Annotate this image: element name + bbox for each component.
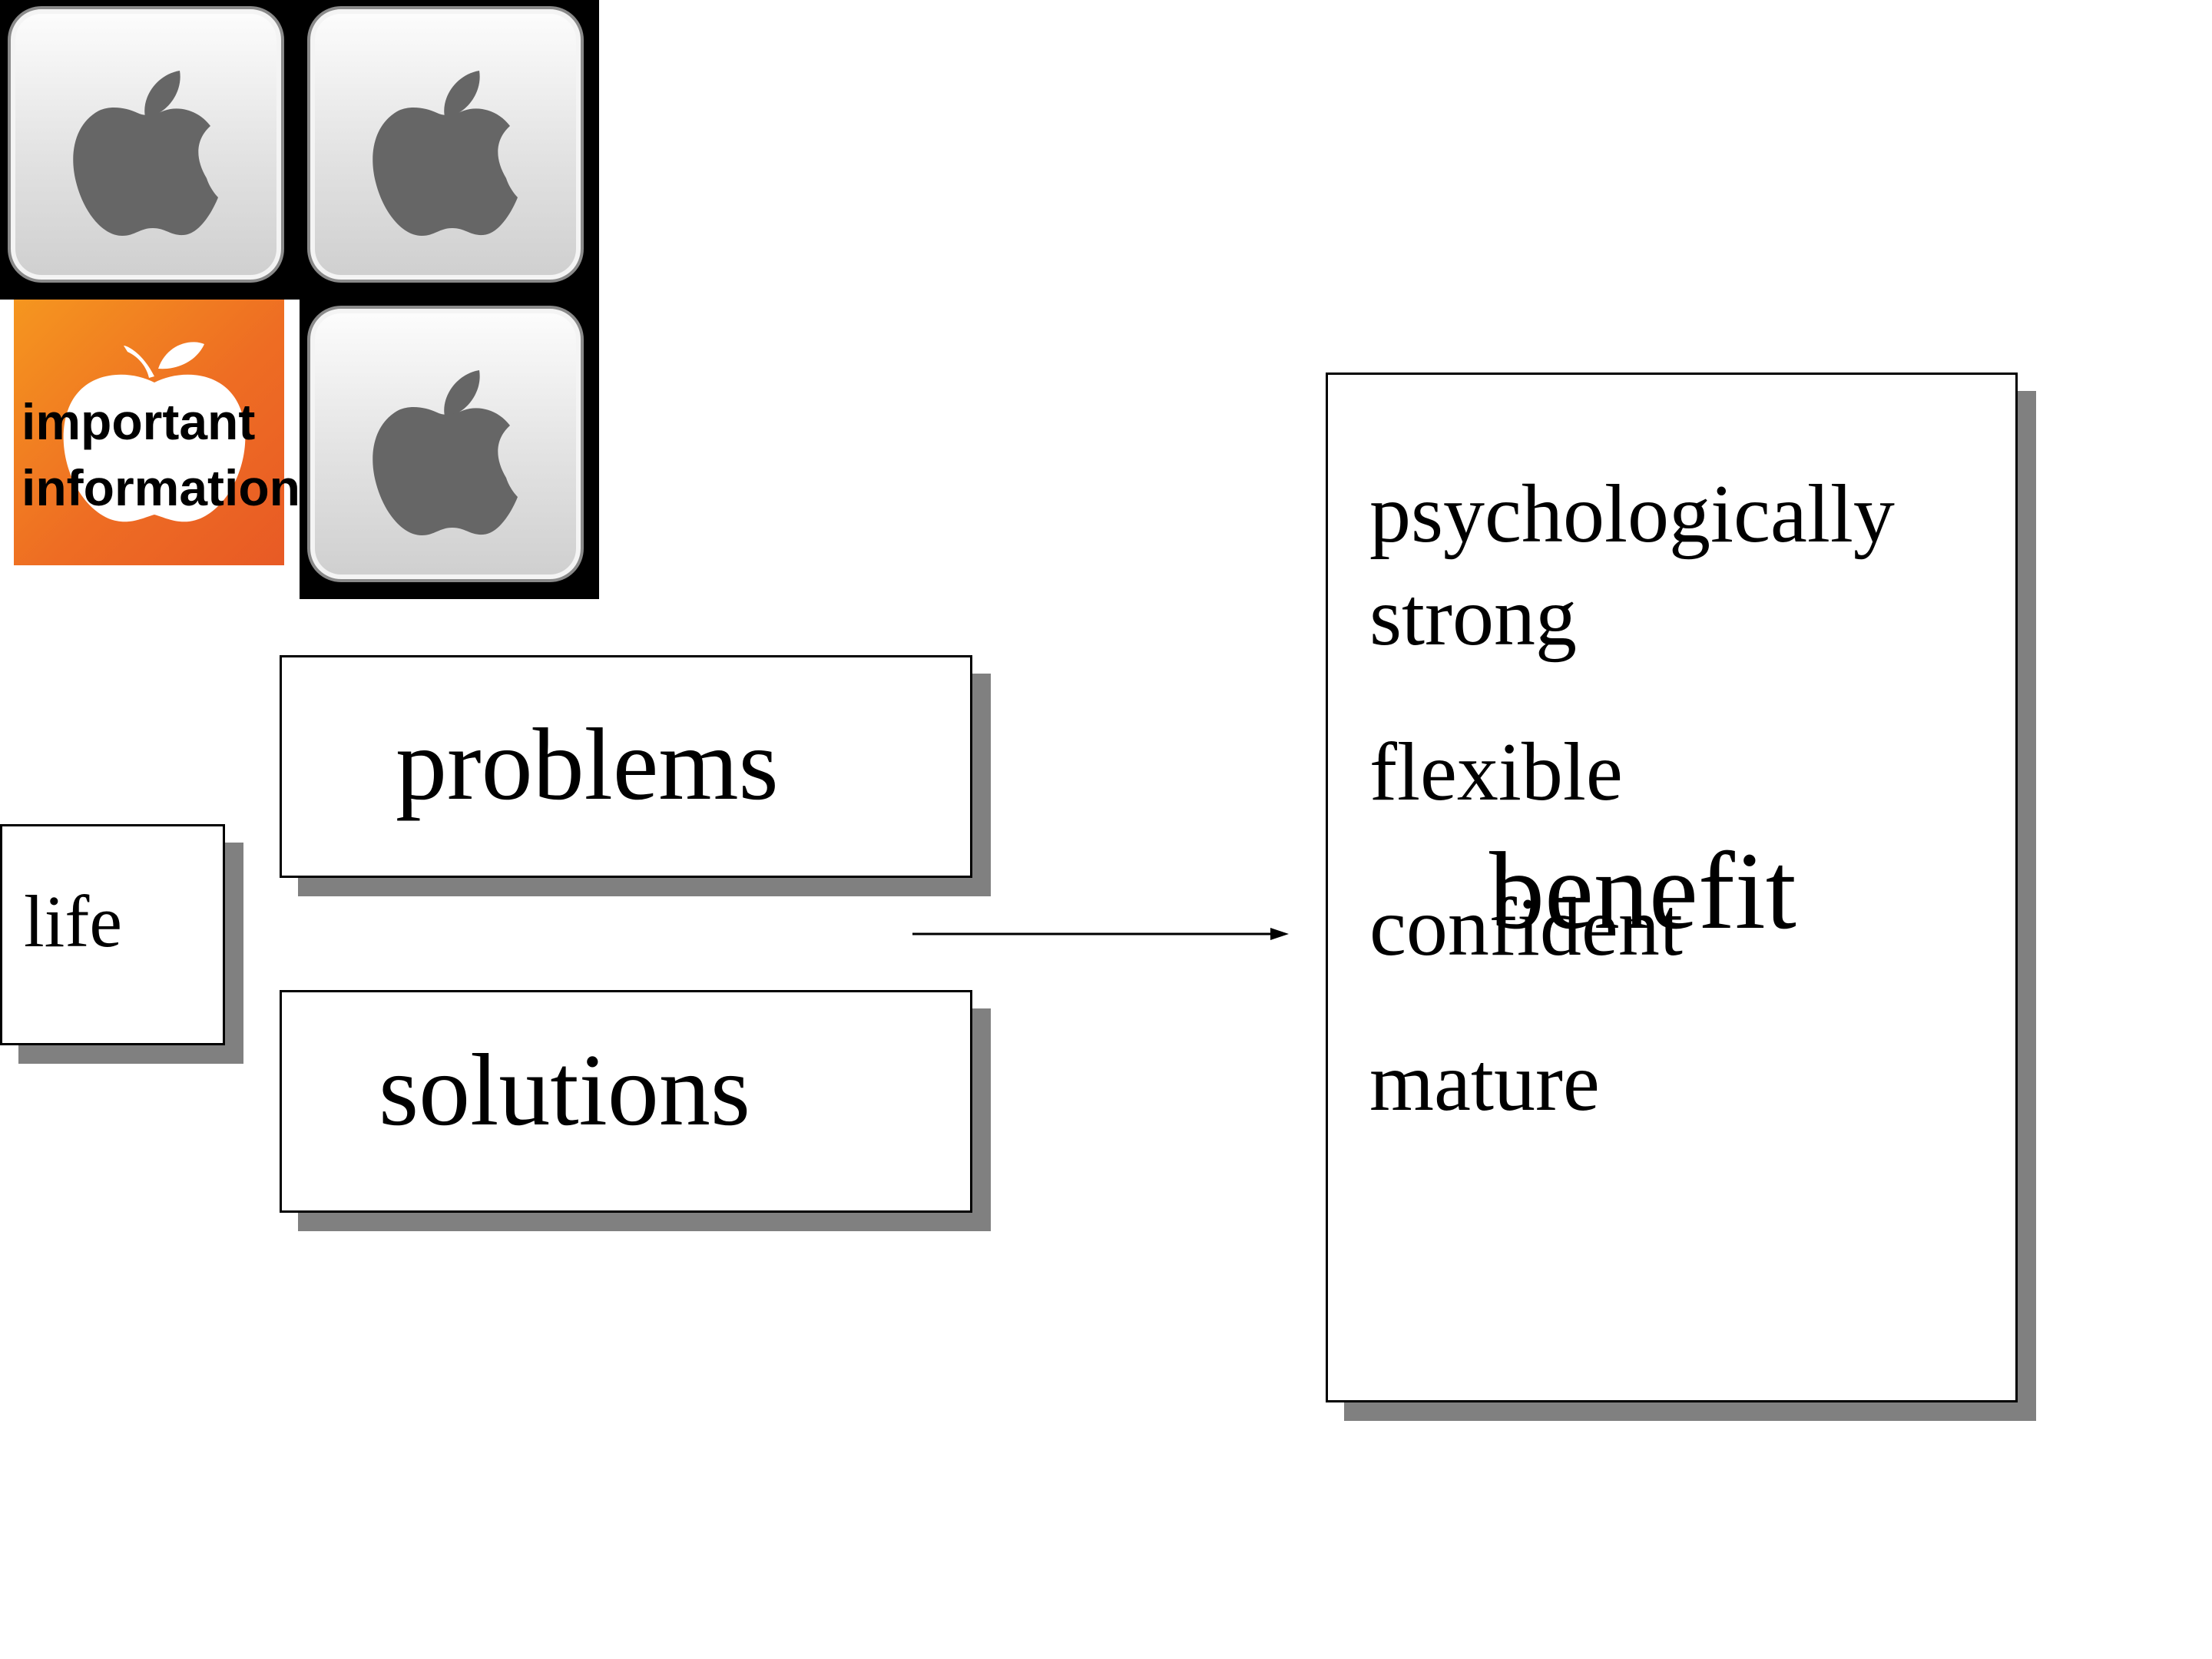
apple-logo-icon: [373, 71, 518, 236]
arrow-connector: [912, 928, 1289, 940]
apple-tile-2[interactable]: [307, 6, 584, 283]
benefit-item-2: strong: [1369, 571, 1577, 663]
problems-box: problems: [280, 655, 972, 878]
important-info-tile[interactable]: [14, 300, 284, 565]
life-label: life: [24, 880, 122, 962]
white-apple-icon: [63, 342, 246, 522]
solutions-box: solutions: [280, 990, 972, 1213]
apple-tile-3[interactable]: [307, 306, 584, 582]
apple-tile-1[interactable]: [8, 6, 284, 283]
benefit-title: benefit: [1489, 830, 1796, 952]
apple-logo-icon: [373, 370, 518, 535]
benefit-item-3: flexible: [1369, 727, 1623, 818]
benefit-item-1: psychologically: [1369, 469, 1895, 560]
problems-label: problems: [396, 707, 779, 821]
apple-logo-icon: [73, 71, 218, 236]
note-line-2: information: [22, 459, 300, 516]
benefit-item-5: mature: [1369, 1037, 1600, 1128]
note-line-1: important: [22, 393, 256, 450]
benefit-box: psychologically strong flexible confiden…: [1326, 373, 2018, 1402]
life-box: life: [0, 824, 225, 1045]
solutions-label: solutions: [379, 1033, 750, 1147]
benefit-item-4: confident: [1369, 882, 1683, 973]
